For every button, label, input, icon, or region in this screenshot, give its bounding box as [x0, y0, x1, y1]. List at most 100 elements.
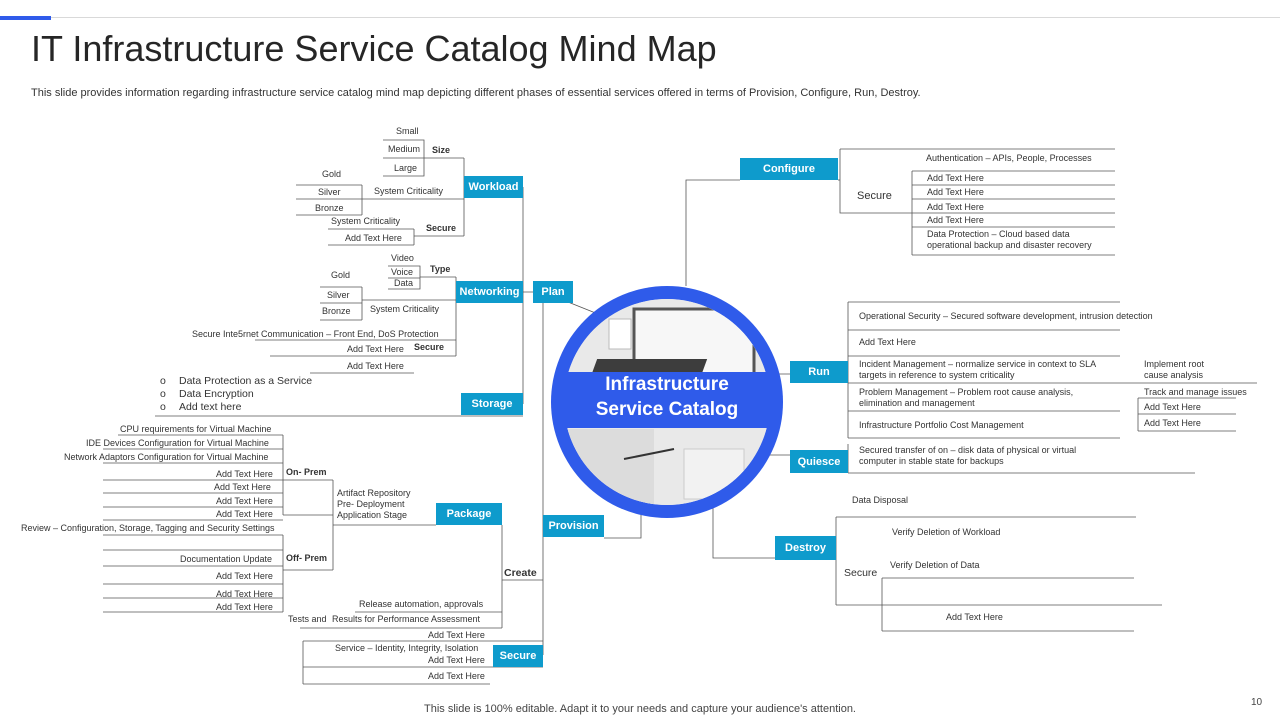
storage-bullet-1: o — [160, 375, 166, 387]
networking-secure-label: Secure — [414, 342, 445, 352]
networking-type-label: Type — [430, 264, 451, 274]
workload-tier-gold: Gold — [322, 169, 342, 179]
destroy-item-2: Verify Deletion of Data — [890, 560, 980, 570]
storage-item-3: Add text here — [179, 401, 242, 413]
destroy-item-3: Add Text Here — [946, 612, 1003, 622]
run-item-1: Operational Security – Secured software … — [859, 311, 1153, 321]
secure-item-1: Add Text Here — [428, 630, 485, 640]
networking-system-criticality: System Criticality — [370, 304, 440, 314]
node-plan[interactable]: Plan — [533, 281, 573, 303]
package-onprem-item-4: Add Text Here — [216, 509, 273, 519]
networking-secure-item-1: Secure Inte5rnet Communication – Front E… — [192, 329, 439, 339]
page-number: 10 — [1251, 697, 1263, 708]
workload-tier-silver: Silver — [318, 187, 341, 197]
storage-bullet-2: o — [160, 388, 166, 400]
storage-item-1: Data Protection as a Service — [179, 375, 313, 387]
title-accent-bar — [0, 16, 51, 20]
package-item-ide: IDE Devices Configuration for Virtual Ma… — [86, 438, 269, 448]
workload-size-small: Small — [396, 126, 419, 136]
node-networking[interactable]: Networking — [456, 281, 523, 303]
create-tests-and: Tests and — [288, 614, 327, 624]
workload-system-criticality: System Criticality — [374, 186, 444, 196]
run-item-2: Add Text Here — [859, 337, 916, 347]
networking-tier-gold: Gold — [331, 270, 351, 280]
slide-title: IT Infrastructure Service Catalog Mind M… — [31, 28, 717, 69]
destroy-data-disposal: Data Disposal — [852, 495, 909, 505]
package-item-cpu: CPU requirements for Virtual Machine — [120, 424, 272, 434]
secure-item-3: Add Text Here — [428, 655, 485, 665]
configure-item-5: Add Text Here — [927, 215, 984, 225]
run-item-3a: Incident Management – normalize service … — [859, 359, 1097, 369]
run-item-3b: targets in reference to system criticali… — [859, 370, 1015, 380]
workload-secure-item-2: Add Text Here — [345, 233, 402, 243]
configure-item-6a: Data Protection – Cloud based data — [927, 229, 1070, 239]
workload-secure-item-1: System Criticality — [331, 216, 401, 226]
package-off-prem-label: Off- Prem — [286, 553, 328, 563]
node-workload[interactable]: Workload — [464, 176, 523, 198]
run-sub-1a: Implement root — [1144, 359, 1205, 369]
run-item-5: Infrastructure Portfolio Cost Management — [859, 420, 1024, 430]
node-package[interactable]: Package — [436, 503, 502, 525]
destroy-secure-label: Secure — [844, 567, 878, 579]
create-release: Release automation, approvals — [359, 599, 484, 609]
run-sub-3: Add Text Here — [1144, 402, 1201, 412]
center-title-line1: Infrastructure — [605, 374, 729, 395]
node-storage[interactable]: Storage — [461, 393, 523, 415]
secure-item-4: Add Text Here — [428, 671, 485, 681]
quiesce-line-1: Secured transfer of on – disk data of ph… — [859, 445, 1077, 455]
slide-footer: This slide is 100% editable. Adapt it to… — [424, 703, 856, 715]
node-configure[interactable]: Configure — [740, 158, 838, 180]
networking-type-video: Video — [391, 253, 414, 263]
package-onprem-item-3: Add Text Here — [216, 496, 273, 506]
storage-bullet-3: o — [160, 401, 166, 413]
node-destroy[interactable]: Destroy — [775, 536, 836, 560]
workload-size-label: Size — [432, 145, 451, 155]
destroy-item-1: Verify Deletion of Workload — [892, 527, 1001, 537]
package-artifact-line-2: Pre- Deployment — [337, 499, 405, 509]
top-rule — [0, 17, 1280, 18]
package-offprem-item-2: Add Text Here — [216, 571, 273, 581]
node-run[interactable]: Run — [790, 361, 848, 383]
quiesce-line-2: computer in stable state for backups — [859, 456, 1004, 466]
package-review: Review – Configuration, Storage, Tagging… — [21, 523, 275, 533]
configure-item-4: Add Text Here — [927, 202, 984, 212]
package-onprem-item-2: Add Text Here — [214, 482, 271, 492]
networking-type-voice: Voice — [391, 267, 414, 277]
create-label: Create — [504, 567, 537, 579]
node-secure[interactable]: Secure — [493, 645, 543, 667]
center-title-line2: Service Catalog — [595, 399, 739, 420]
node-quiesce[interactable]: Quiesce — [790, 450, 848, 473]
package-artifact-line-3: Application Stage — [337, 510, 408, 520]
configure-item-2: Add Text Here — [927, 173, 984, 183]
package-artifact-line-1: Artifact Repository — [337, 488, 411, 498]
run-item-4b: elimination and management — [859, 398, 975, 408]
networking-secure-item-3: Add Text Here — [347, 361, 404, 371]
configure-item-6b: operational backup and disaster recovery — [927, 240, 1092, 250]
center-title: Infrastructure Service Catalog — [560, 372, 774, 428]
workload-size-large: Large — [394, 163, 418, 173]
package-on-prem-label: On- Prem — [286, 467, 327, 477]
node-provision[interactable]: Provision — [543, 515, 604, 537]
package-offprem-item-3: Add Text Here — [216, 589, 273, 599]
secure-item-2: Service – Identity, Integrity, Isolation — [335, 643, 479, 653]
storage-item-2: Data Encryption — [179, 388, 254, 400]
configure-item-3: Add Text Here — [927, 187, 984, 197]
package-offprem-item-4: Add Text Here — [216, 602, 273, 612]
networking-secure-item-2: Add Text Here — [347, 344, 404, 354]
run-item-4a: Problem Management – Problem root cause … — [859, 387, 1074, 397]
slide-subtitle: This slide provides information regardin… — [31, 87, 921, 99]
configure-secure-label: Secure — [857, 190, 892, 202]
run-sub-2: Track and manage issues — [1144, 387, 1247, 397]
networking-type-data: Data — [394, 278, 414, 288]
networking-tier-silver: Silver — [327, 290, 350, 300]
run-sub-4: Add Text Here — [1144, 418, 1201, 428]
run-sub-1b: cause analysis — [1144, 370, 1204, 380]
package-offprem-item-1: Documentation Update — [180, 554, 273, 564]
workload-size-medium: Medium — [388, 144, 421, 154]
package-item-network: Network Adaptors Configuration for Virtu… — [64, 452, 269, 462]
create-results: Results for Performance Assessment — [332, 614, 481, 624]
workload-secure-label: Secure — [426, 223, 457, 233]
networking-tier-bronze: Bronze — [322, 306, 351, 316]
workload-tier-bronze: Bronze — [315, 203, 344, 213]
